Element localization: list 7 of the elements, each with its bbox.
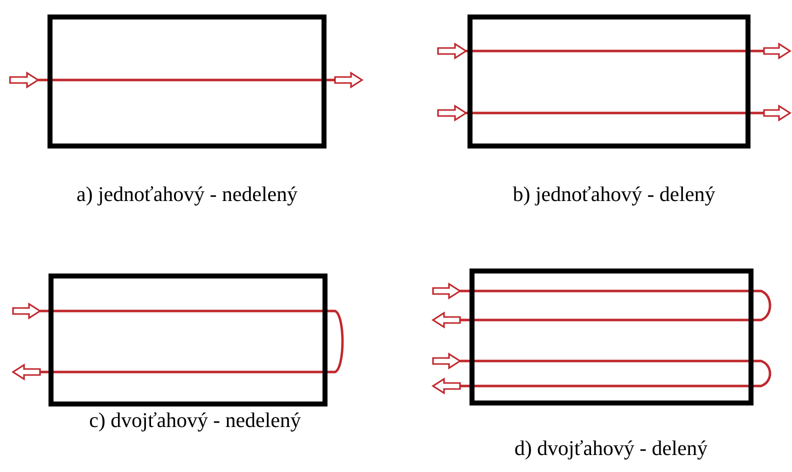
panel-caption: a) jednoťahový - nedelený xyxy=(77,186,298,206)
heat-exchanger-box xyxy=(48,14,326,148)
heat-exchanger-box xyxy=(468,14,750,148)
heat-exchanger-box xyxy=(470,268,754,406)
panel-caption: d) dvojťahový - delený xyxy=(515,440,708,460)
panel-caption: b) jednoťahový - delený xyxy=(512,186,716,206)
heat-exchanger-box xyxy=(48,274,328,406)
